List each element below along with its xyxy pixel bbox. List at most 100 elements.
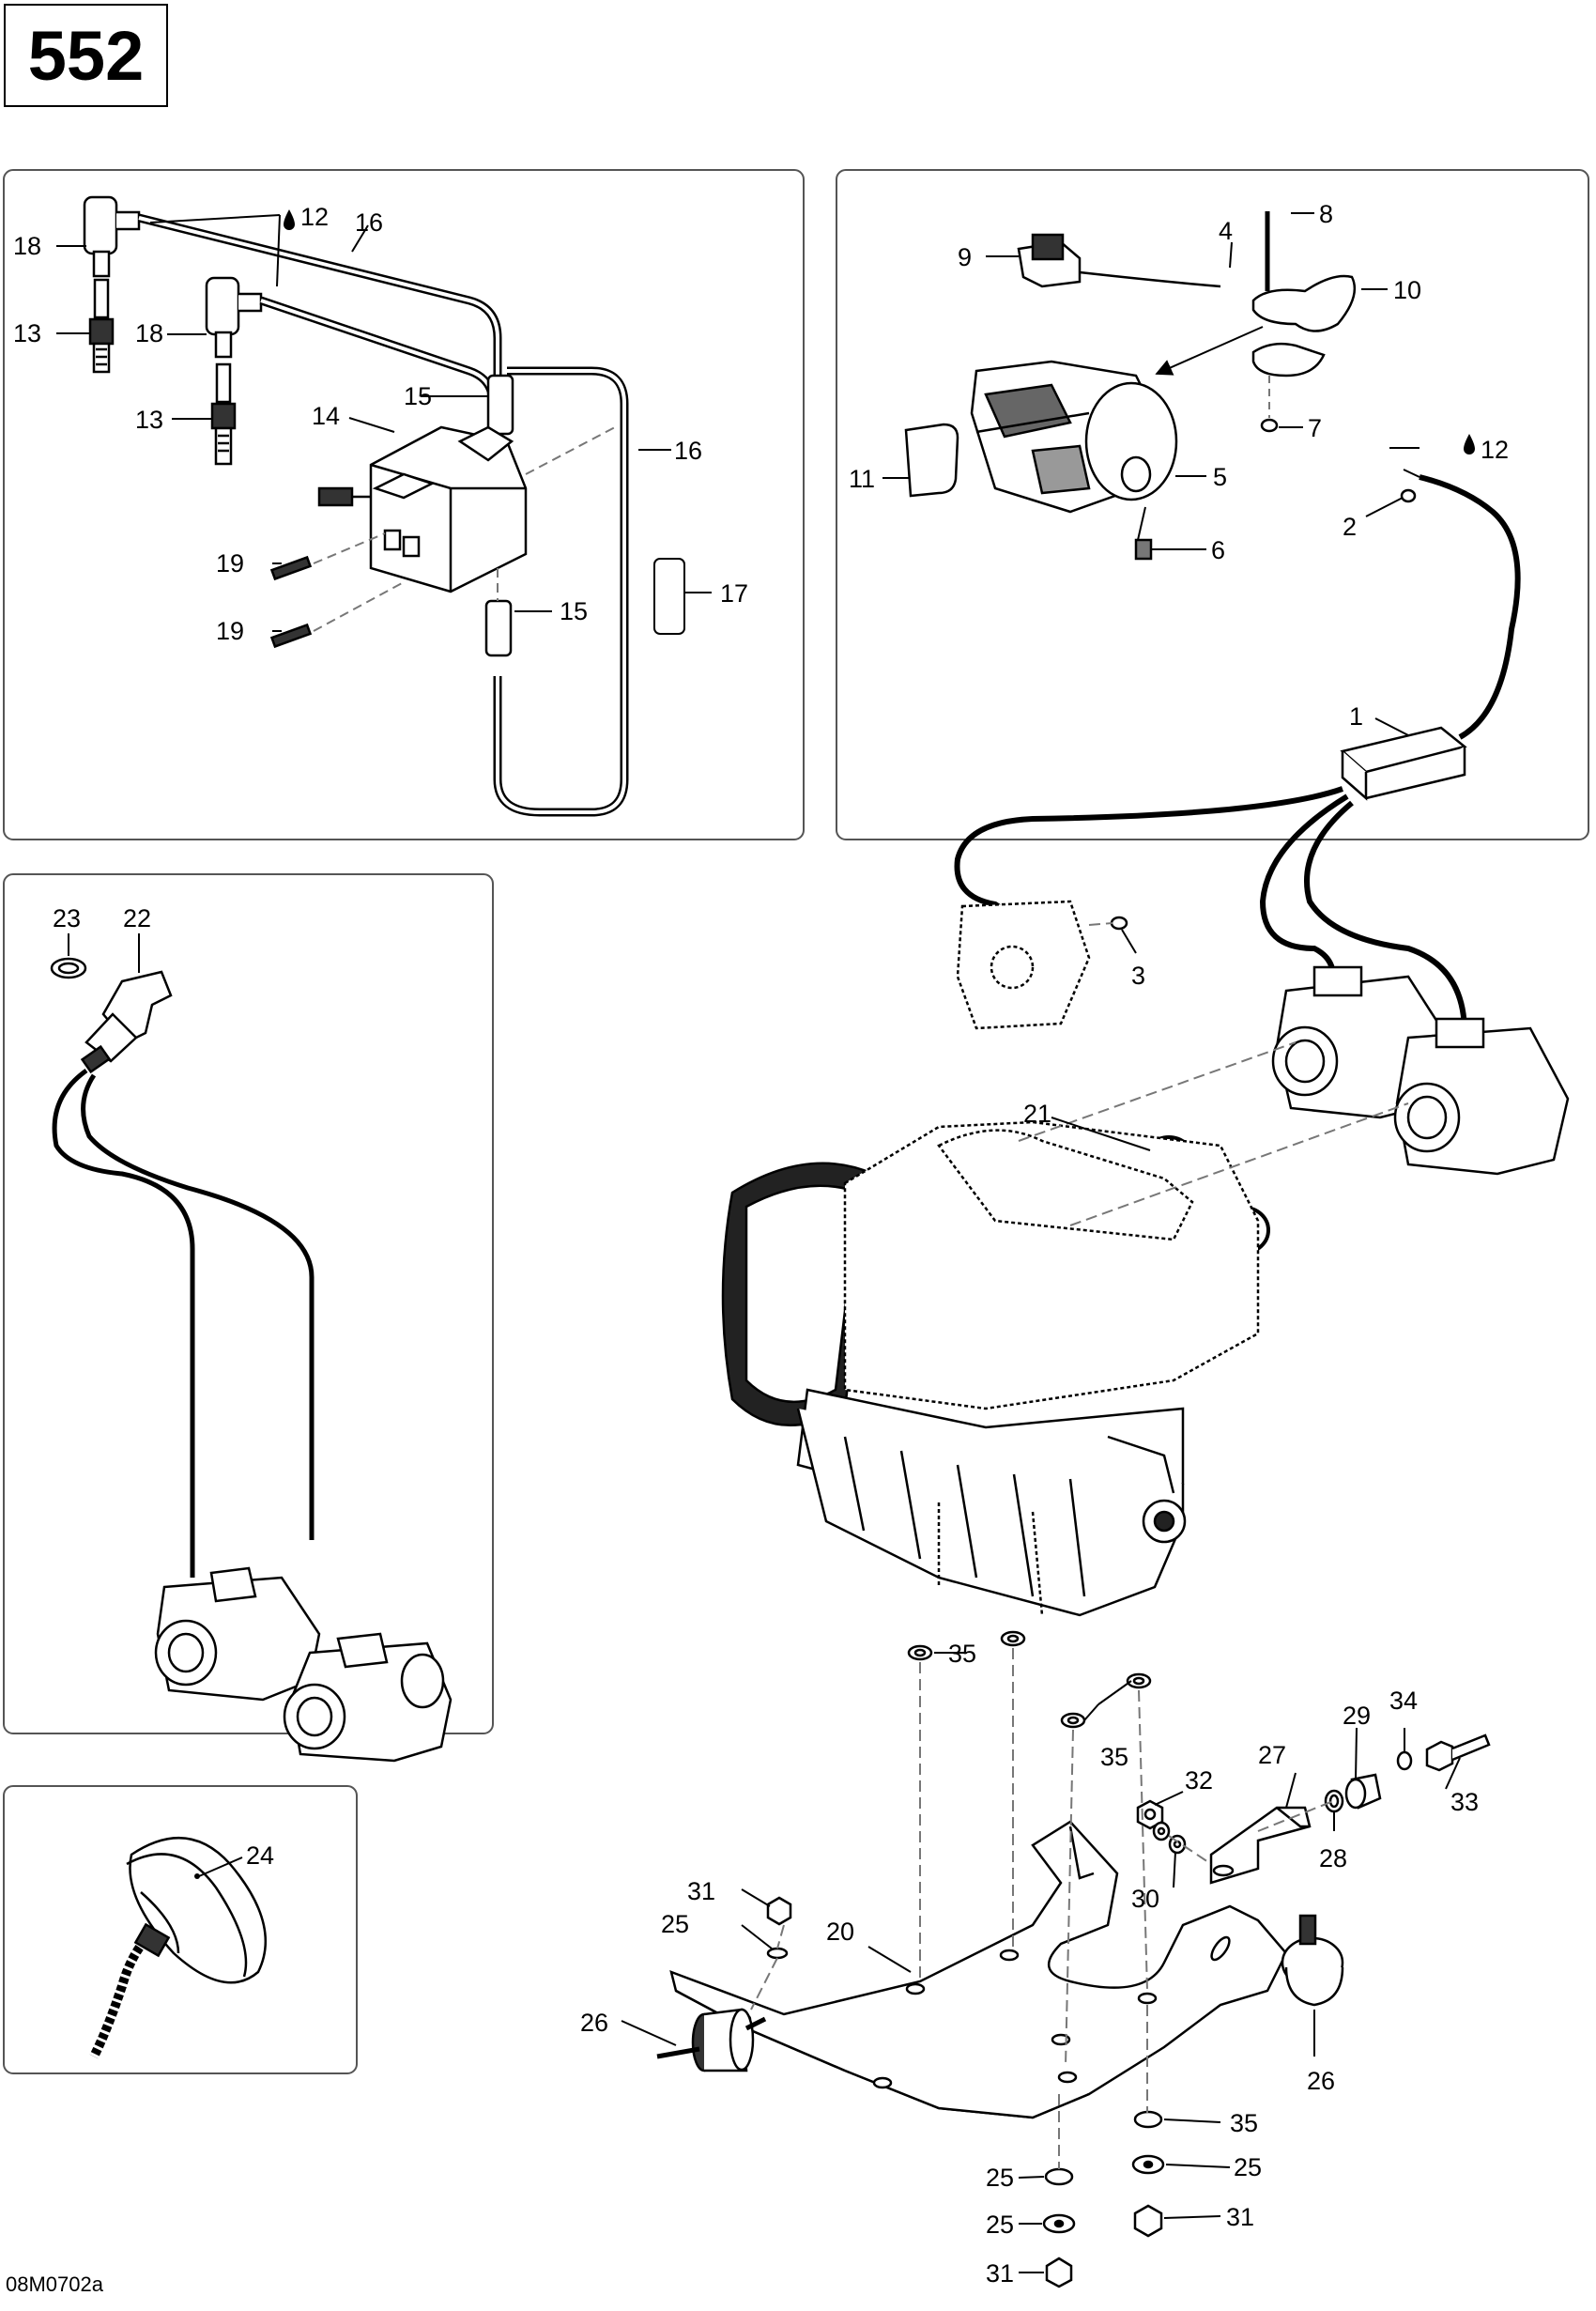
callout-15: 15 [560, 597, 588, 625]
callout-25: 25 [661, 1910, 689, 1938]
callout-30: 30 [1131, 1885, 1159, 1913]
panel-ignition [3, 169, 805, 840]
callout-25: 25 [986, 2211, 1014, 2239]
panel-cap [3, 1785, 358, 2074]
callout-27: 27 [1258, 1741, 1286, 1769]
callout-7: 7 [1308, 414, 1322, 442]
nut-31-center [1045, 2257, 1073, 2288]
washer-35-right [1133, 2110, 1163, 2129]
ht-wire-1 [137, 213, 502, 376]
panel-throttle [836, 169, 1589, 840]
callout-8: 8 [1319, 200, 1333, 228]
spark-plug-cap-1 [83, 195, 141, 278]
cap-hose [89, 1931, 154, 2059]
panel-carb-sensor [3, 873, 494, 1734]
wire-sleeve [653, 558, 685, 635]
callout-16: 16 [674, 437, 702, 465]
callout-5: 5 [1213, 463, 1227, 491]
main-assembly [656, 786, 1570, 2288]
sensor-leaders [68, 933, 140, 973]
callout-31: 31 [687, 1877, 715, 1905]
washer-34 [1396, 1750, 1413, 1771]
coil-bolt-1 [269, 555, 313, 581]
spark-plug-cap-2 [205, 276, 263, 359]
throttle-switch [1017, 233, 1221, 288]
washer-25-center-1 [1044, 2167, 1074, 2186]
oil-drop-icon [284, 209, 295, 230]
washer-28 [1324, 1789, 1344, 1813]
carburetor-main-2 [1393, 1017, 1570, 1176]
callout-16: 16 [355, 208, 383, 237]
washers-30 [1152, 1821, 1187, 1855]
sensor-clamp [50, 957, 87, 979]
washer-25-top [766, 1947, 789, 1960]
callout-14: 14 [312, 402, 340, 430]
ht-wire-loop [493, 366, 629, 817]
callout-29: 29 [1343, 1702, 1371, 1730]
cap-assembly [89, 1837, 268, 2059]
main-leaders [621, 929, 1461, 2273]
wire-boot-upper [486, 374, 514, 436]
callout-1: 1 [1349, 702, 1363, 731]
callout-25: 25 [986, 2164, 1014, 2192]
callout-31: 31 [1226, 2203, 1254, 2231]
callout-34: 34 [1389, 1687, 1418, 1715]
callout-23: 23 [53, 904, 81, 932]
throttle-lever [1251, 274, 1357, 332]
throttle-cover [904, 423, 959, 498]
wire-boot-lower [484, 599, 513, 657]
carburetor-pair [154, 1566, 453, 1763]
callout-19: 19 [216, 549, 244, 578]
bolt-33 [1425, 1733, 1491, 1772]
callout-20: 20 [826, 1918, 854, 1946]
callout-25: 25 [1234, 2153, 1262, 2181]
drawing-code: 08M0702a [6, 2272, 103, 2296]
engine-mount-plate [669, 1820, 1288, 2119]
mount-bracket [1209, 1806, 1312, 1885]
intake-cap [129, 1837, 268, 1984]
callout-6: 6 [1211, 536, 1225, 564]
cable-to-carb-1 [1259, 793, 1349, 978]
callout-35: 35 [948, 1640, 976, 1668]
ht-wire-2 [259, 296, 497, 396]
throttle-housing [970, 360, 1178, 514]
sensor-wire-1 [52, 1068, 195, 1578]
callout-3: 3 [1131, 962, 1145, 990]
callout-15: 15 [404, 382, 432, 410]
rubber-mount-left [656, 2008, 767, 2072]
cap-leader [198, 1857, 243, 1877]
ignition-guides [313, 426, 616, 632]
callout-22: 22 [123, 904, 151, 932]
callout-35: 35 [1100, 1743, 1128, 1771]
callout-13: 13 [13, 319, 41, 347]
spark-plug-1 [88, 278, 115, 374]
callout-labels: 18 12 16 13 18 15 13 14 16 19 17 15 19 8… [13, 200, 1509, 2288]
spacer-29 [1344, 1773, 1382, 1810]
callout-24: 24 [246, 1841, 274, 1870]
set-screw [1134, 538, 1153, 561]
callout-28: 28 [1319, 1844, 1347, 1872]
callout-26: 26 [580, 2009, 608, 2037]
ignition-assembly [83, 195, 685, 817]
main-guides [750, 922, 1409, 2169]
throttle-cable [1419, 474, 1521, 740]
spark-plug-2 [210, 362, 237, 466]
throttle-assembly [904, 211, 1521, 801]
callout-18: 18 [135, 319, 163, 347]
callout-10: 10 [1393, 276, 1421, 304]
throttle-leaders [882, 212, 1420, 736]
page-number-box: 552 [4, 4, 168, 107]
callout-31: 31 [986, 2259, 1014, 2288]
cable-clip-oil-pump [1110, 916, 1128, 931]
page-number: 552 [27, 16, 145, 95]
callout-17: 17 [720, 579, 748, 608]
cable-to-carb-2 [1304, 800, 1467, 1034]
mount-washers-upper [907, 1630, 1152, 1729]
callout-26: 26 [1307, 2067, 1335, 2095]
callout-33: 33 [1450, 1788, 1479, 1816]
throttle-lever-lower [1251, 342, 1326, 377]
callout-12: 12 [1481, 436, 1509, 464]
callout-18: 18 [13, 232, 41, 260]
cable-junction-block [1340, 726, 1467, 801]
callout-19: 19 [216, 617, 244, 645]
